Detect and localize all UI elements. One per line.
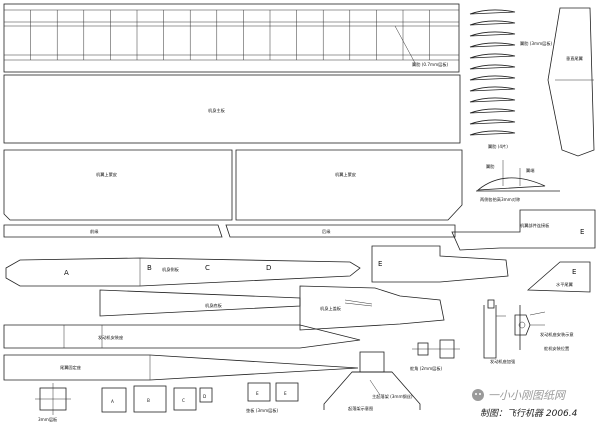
wing-upper-left-label: 机翼上蒙皮	[96, 171, 117, 178]
rib-shape	[469, 64, 516, 70]
fin-label: 垂直尾翼	[566, 55, 583, 62]
piece-b-side: B	[147, 264, 152, 272]
rib-shape	[469, 119, 516, 125]
rib-shape	[469, 97, 516, 103]
wechat-logo-icon	[472, 389, 484, 401]
rib-shape	[469, 9, 516, 15]
piece-c-small: C	[182, 398, 185, 403]
rib-shape	[469, 42, 516, 48]
servo-note-label: 舵机安装位置	[544, 345, 569, 352]
fuselage-top: 机身上盖板	[299, 285, 445, 331]
body-side-label: 机身侧板	[162, 266, 180, 273]
watermark: 一小小刚图纸网	[472, 389, 567, 402]
fuselage-main-plate: 机身主板	[3, 74, 461, 144]
gear-wire-label: 主起落架 (3mm钢丝)	[372, 393, 413, 400]
lower-plates: 发动机安装座 尾翼固定座	[3, 324, 361, 381]
body-bottom-label: 机身底板	[205, 302, 223, 309]
wing-parts-label: 机翼部件连接板	[520, 222, 550, 229]
piece-e-joiner: E	[580, 228, 584, 236]
rib-shape	[469, 75, 516, 81]
piece-e-fuse: E	[378, 260, 382, 268]
hinge-details: 舵角 (2mm层板)	[410, 339, 460, 372]
edge-strips: 前缘 后缘	[3, 224, 456, 238]
wing-panel: 翼肋 (0.7mm层板)	[3, 3, 460, 73]
wing-tip-label: 翼端	[526, 167, 534, 174]
rear-edge-label: 后缘	[322, 228, 331, 235]
front-edge-label: 前缘	[90, 228, 99, 235]
vertical-fin: 垂直尾翼	[547, 7, 595, 157]
motor-mount-label: 发动机安装座	[98, 334, 123, 341]
landing-gear: 主起落架 (3mm钢丝) 起落架示意图	[323, 351, 421, 412]
dihedral-note: 两侧各抬高3mm对称	[480, 196, 520, 203]
piece-e-stab: E	[572, 268, 576, 276]
plate-spec-label: 3mm层板	[38, 416, 58, 423]
rib-stack: 翼肋 (4片) 翼肋 (3mm层板)	[469, 9, 553, 150]
piece-e-small-1: E	[256, 391, 259, 396]
piece-a-small: A	[111, 399, 114, 404]
rib-shape	[469, 31, 516, 37]
gear-note-label: 起落架示意图	[348, 405, 373, 412]
fuselage-main-label: 机身主板	[208, 107, 226, 114]
mount-detail: 发动机座加强 发动机座安装示意 舵机安装位置	[483, 299, 574, 365]
horizontal-stab: E 水平尾翼	[526, 261, 591, 293]
fuselage-bottom: 机身底板	[99, 289, 301, 317]
watermark-text: 一小小刚图纸网	[488, 389, 567, 402]
drawing-signature: 制图：飞行机器 2006.4	[480, 408, 578, 419]
piece-d-small: D	[203, 394, 206, 399]
wing-joiners: E 机翼部件连接板 E	[371, 209, 596, 283]
piece-b-small: B	[147, 398, 150, 403]
pad-note-label: 垫板 (3mm层板)	[246, 407, 279, 414]
wing-outline	[3, 3, 460, 73]
rib-shape	[469, 86, 516, 92]
rib-shape	[469, 108, 516, 114]
wing-upper-skin-right: 机翼上蒙皮	[235, 149, 463, 221]
stab-label: 水平尾翼	[556, 281, 573, 288]
wing-upper-skin-left: 机翼上蒙皮	[3, 149, 233, 221]
mount-detail-label: 发动机座安装示意	[540, 331, 574, 338]
bracket-note: 发动机座加强	[490, 358, 516, 365]
tail-mount-label: 尾翼固定座	[60, 364, 81, 371]
body-top-label: 机身上盖板	[320, 305, 342, 312]
wing-upper-right-label: 机翼上蒙皮	[335, 171, 356, 178]
piece-a-side: A	[64, 269, 69, 277]
small-parts: 3mm层板 A B C D E E 垫板 (3mm层板)	[35, 382, 299, 423]
rib-shape	[469, 53, 516, 59]
fuselage-side: A B C D 机身侧板	[5, 257, 361, 287]
rib-spec-label: 翼肋 (3mm层板)	[520, 40, 553, 47]
rib-tip-label: 翼肋	[486, 163, 494, 170]
wing-rib-note: 翼肋 (0.7mm层板)	[412, 61, 449, 68]
hinge-note-label: 舵角 (2mm层板)	[410, 365, 443, 372]
airfoil-detail: 翼肋 翼端 两侧各抬高3mm对称	[476, 160, 560, 203]
rib-count-label: 翼肋 (4片)	[488, 143, 508, 150]
piece-e-small-2: E	[284, 391, 287, 396]
rib-shape	[469, 20, 516, 26]
piece-c-side: C	[205, 264, 210, 272]
piece-d-side: D	[266, 264, 271, 272]
rib-shape	[469, 130, 516, 136]
